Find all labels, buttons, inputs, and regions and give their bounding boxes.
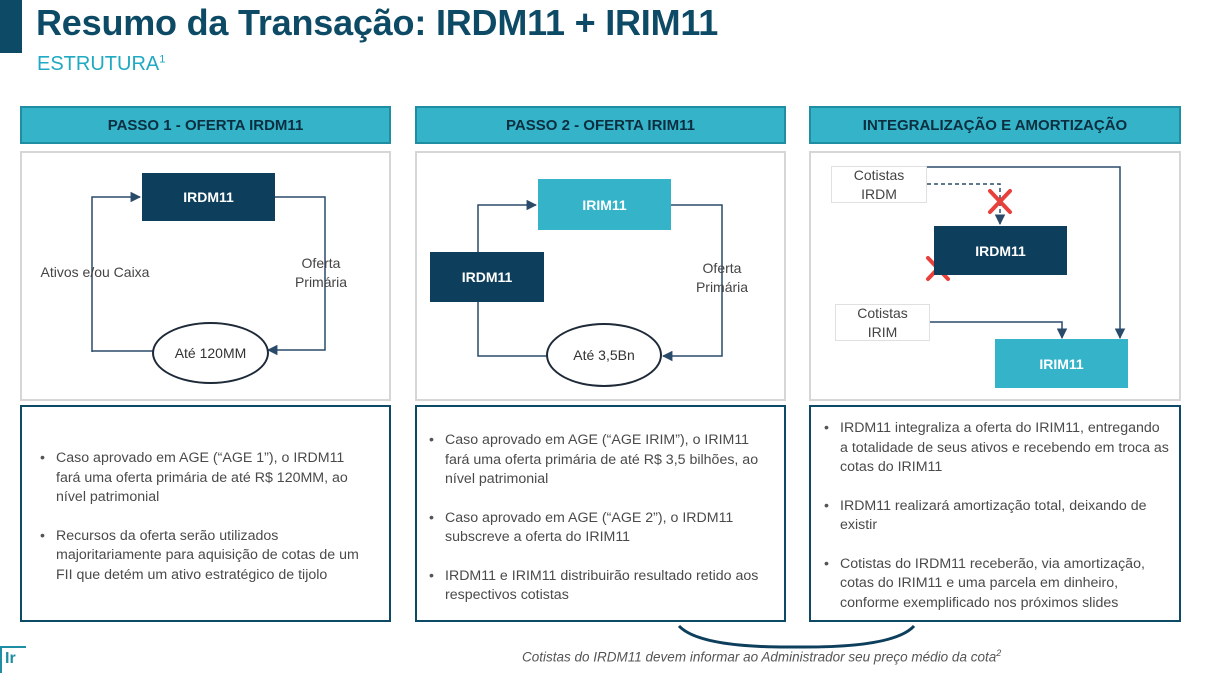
step1-irdm-node: IRDM11 (142, 173, 275, 221)
step3-bullet-list: IRDM11 integraliza a oferta do IRIM11, e… (814, 419, 1169, 613)
footnote-mark: 2 (996, 648, 1002, 658)
subtitle-text: ESTRUTURA (37, 53, 160, 75)
step3-cotistas-irdm-line1: Cotistas (853, 166, 905, 183)
step2-text-box: Caso aprovado em AGE (“AGE IRIM”), o IRI… (415, 405, 786, 622)
step3-text-box: IRDM11 integraliza a oferta do IRIM11, e… (809, 405, 1181, 622)
step3-bullet-2: IRDM11 realizará amortização total, deix… (824, 497, 1169, 536)
step3-cotistas-irdm-dashed (927, 183, 1006, 226)
step2-bullet-3: IRDM11 e IRIM11 distribuirão resultado r… (429, 567, 762, 606)
title-accent-bar (0, 0, 22, 53)
step2-header: PASSO 2 - OFERTA IRIM11 (415, 106, 786, 144)
step3-cotistas-irim-line1: Cotistas (857, 304, 908, 321)
page-title: Resumo da Transação: IRDM11 + IRIM11 (36, 2, 719, 43)
step1-header: PASSO 1 - OFERTA IRDM11 (20, 106, 391, 144)
step2-amount-ellipse: Até 3,5Bn (546, 323, 662, 387)
step1-bullet-list: Caso aprovado em AGE (“AGE 1”), o IRDM11… (30, 449, 367, 585)
step1-arrow-to-irdm (91, 191, 142, 352)
step2-arrow-to-ellipse (661, 204, 723, 362)
bottom-brace (677, 624, 916, 649)
step2-bullet-list: Caso aprovado em AGE (“AGE IRIM”), o IRI… (419, 431, 762, 606)
step2-right-label-line1: Oferta (702, 260, 742, 276)
step1-left-label: Ativos e/ou Caixa (40, 264, 150, 280)
step2-arrow-to-irim (477, 199, 538, 252)
footnote-text: Cotistas do IRDM11 devem informar ao Adm… (522, 649, 997, 665)
step3-bullet-1: IRDM11 integraliza a oferta do IRIM11, e… (824, 419, 1169, 478)
step3-cotistas-irim-to-irim (930, 321, 1068, 340)
step3-irim-node: IRIM11 (995, 339, 1128, 388)
subtitle-footnote-mark: 1 (159, 53, 166, 66)
step3-cotistas-irdm-to-irim (927, 166, 1126, 340)
step2-bullet-2: Caso aprovado em AGE (“AGE 2”), o IRDM11… (429, 509, 762, 548)
step2-irdm-node: IRDM11 (430, 252, 544, 302)
step3-bullet-3: Cotistas do IRDM11 receberão, via amorti… (824, 555, 1169, 614)
step2-ellipse-to-left (477, 302, 548, 357)
page-subtitle: ESTRUTURA1 (37, 53, 165, 76)
company-logo: Ir (0, 646, 26, 673)
step2-bullet-1: Caso aprovado em AGE (“AGE IRIM”), o IRI… (429, 431, 762, 490)
step3-irdm-node: IRDM11 (934, 226, 1067, 275)
step1-bullet-2: Recursos da oferta serão utilizados majo… (40, 527, 367, 586)
step1-arrow-to-ellipse (266, 196, 326, 356)
step1-amount-ellipse: Até 120MM (152, 322, 269, 384)
step2-right-label-line2: Primária (695, 279, 749, 295)
step3-cotistas-irdm-line2: IRDM (861, 185, 897, 202)
step3-cotistas-irim-line2: IRIM (867, 323, 898, 340)
step1-bullet-1: Caso aprovado em AGE (“AGE 1”), o IRDM11… (40, 449, 367, 508)
step2-irim-node: IRIM11 (538, 179, 671, 230)
step1-text-box: Caso aprovado em AGE (“AGE 1”), o IRDM11… (20, 405, 391, 622)
step1-right-label-line1: Oferta (301, 255, 341, 271)
step1-right-label-line2: Primária (294, 274, 348, 290)
step3-header: INTEGRALIZAÇÃO E AMORTIZAÇÃO (809, 106, 1181, 144)
step3-red-cross-1 (988, 189, 1012, 214)
footnote: Cotistas do IRDM11 devem informar ao Adm… (522, 648, 1001, 665)
